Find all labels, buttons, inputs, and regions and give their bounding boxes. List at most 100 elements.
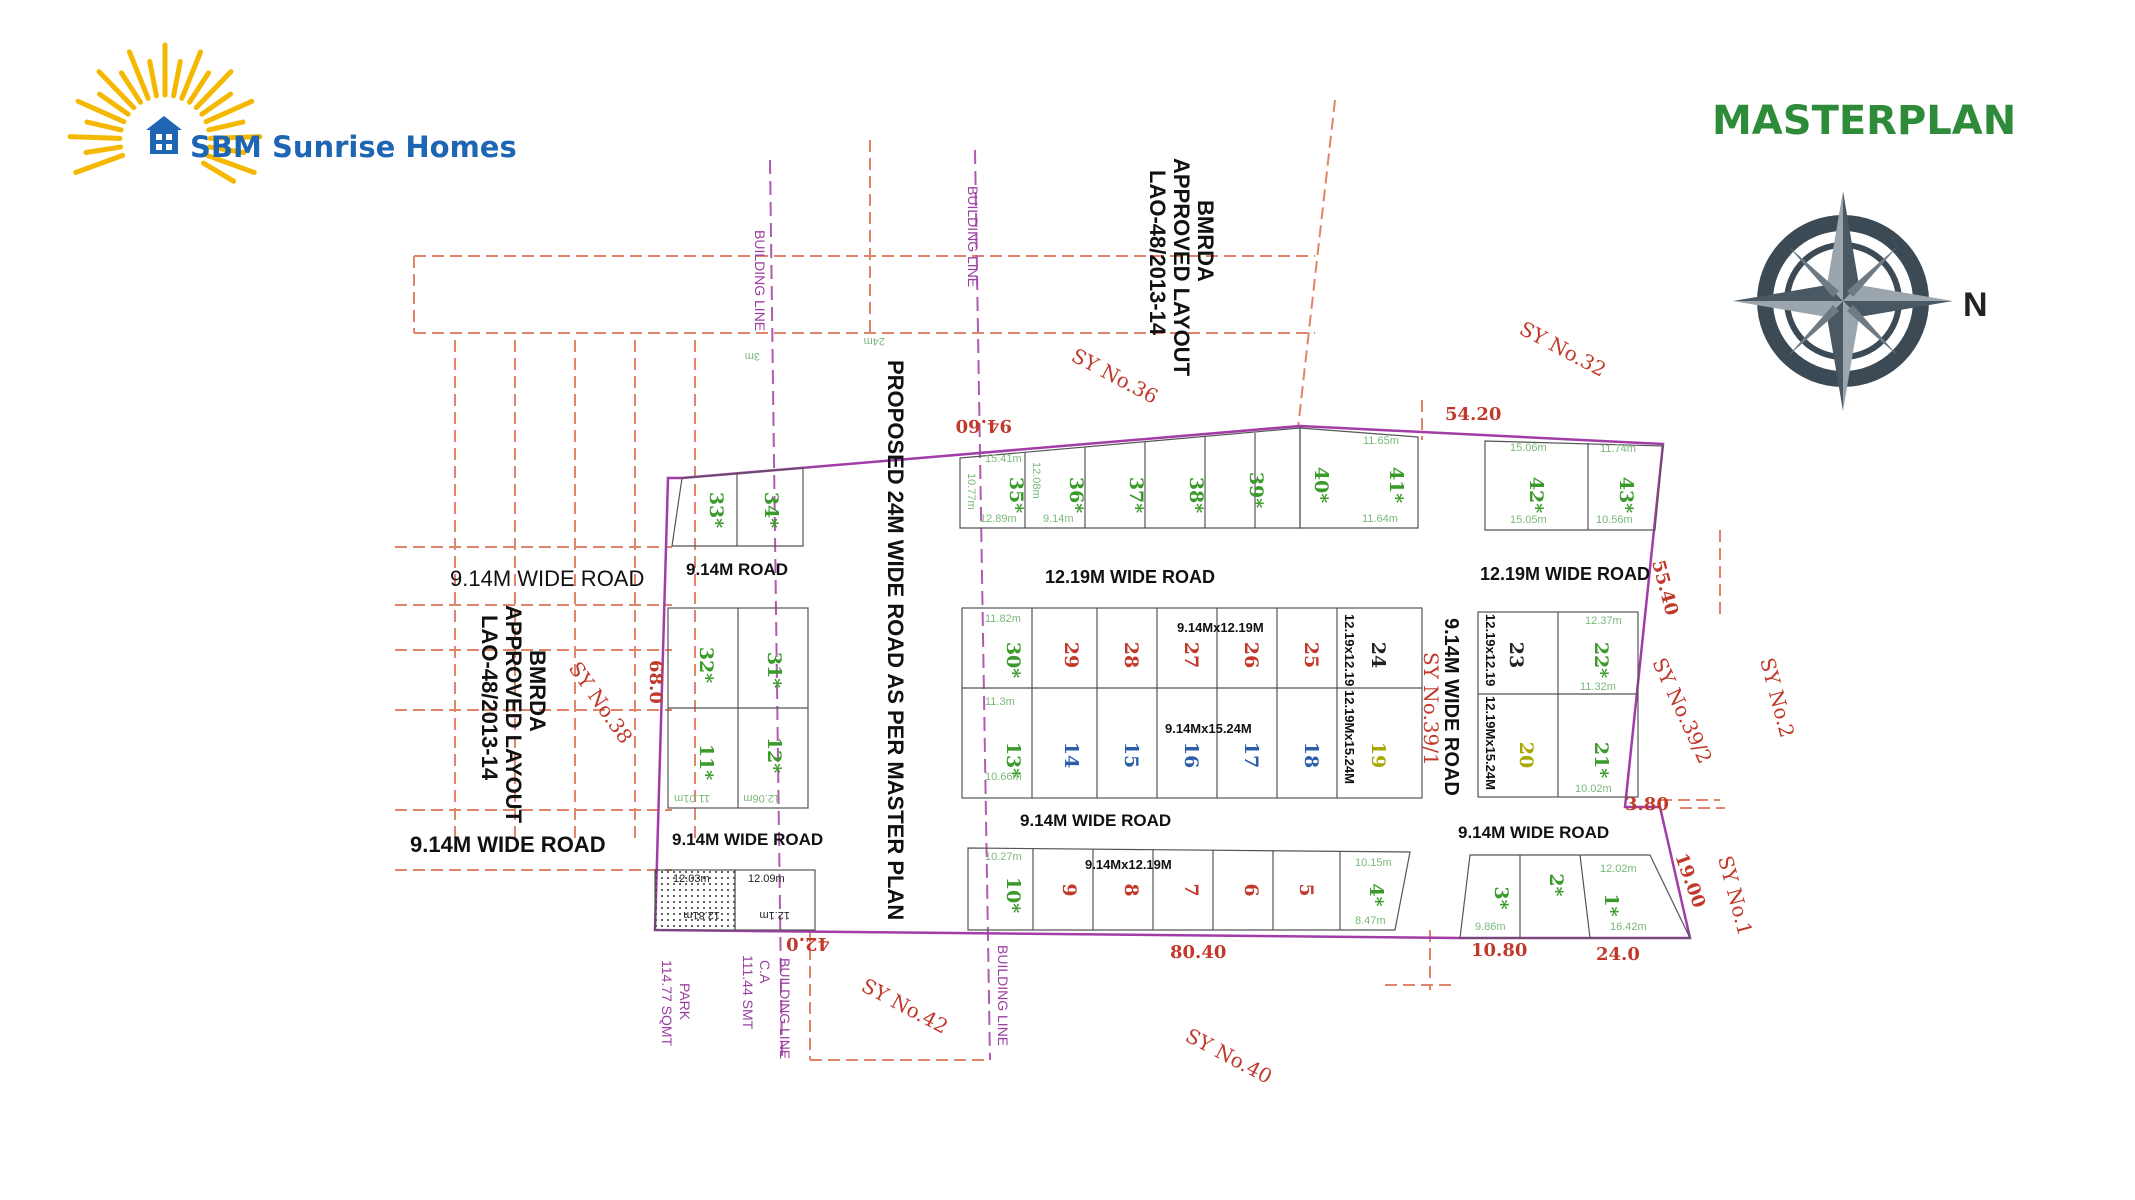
plot-number[interactable]: 34* — [760, 492, 782, 528]
dim-5540: 55.40 — [1647, 558, 1682, 618]
survey-sy391: SY No.39/1 — [1419, 652, 1443, 766]
plot-number[interactable]: 18 — [1300, 742, 1322, 768]
road-label-1219-left: 12.19M WIDE ROAD — [1045, 567, 1215, 587]
sun-ray — [118, 70, 143, 105]
plot-number[interactable]: 21* — [1590, 742, 1612, 778]
plot-number[interactable]: 37* — [1125, 477, 1147, 513]
plot-number[interactable]: 26 — [1240, 642, 1262, 668]
sd-8: 15.06m — [1510, 442, 1547, 454]
plot-number[interactable]: 43* — [1615, 477, 1637, 513]
plot-numbers: 1* 2* 3* 4* 5 6 7 8 9 10* 11* 12* 13* 14 15 16 17 18 19 20 2… — [695, 467, 1637, 917]
plot-number[interactable]: 16 — [1180, 742, 1202, 768]
plot-number[interactable]: 11* — [695, 744, 717, 780]
plot-number[interactable]: 3* — [1490, 886, 1512, 909]
plot-number[interactable]: 40* — [1310, 467, 1332, 503]
sun-ray — [206, 144, 247, 156]
plot-number[interactable]: 35* — [1005, 477, 1027, 513]
plot-number[interactable]: 38* — [1185, 477, 1207, 513]
sd-4: 12.08m — [1030, 462, 1042, 499]
survey-sy32: SY No.32 — [1516, 316, 1610, 381]
plot-number[interactable]: 5 — [1295, 883, 1317, 896]
plot-number[interactable]: 15 — [1120, 742, 1142, 768]
ca-label: C.A — [757, 960, 773, 984]
plot-number[interactable]: 41* — [1385, 467, 1407, 503]
sun-ray — [75, 98, 127, 125]
dim-380: 3.80 — [1625, 794, 1669, 815]
plot-number[interactable]: 17 — [1240, 742, 1262, 768]
plot-blocks — [654, 427, 1691, 939]
road-label-left-bottom: 9.14M WIDE ROAD — [410, 832, 606, 857]
plot-number[interactable]: 12* — [763, 737, 785, 773]
plot-number[interactable]: 24 — [1367, 642, 1389, 668]
bmrda-left-3: LAO-48/2013-14 — [477, 615, 502, 781]
sun-logo-icon — [67, 42, 263, 184]
plot-number[interactable]: 9 — [1058, 883, 1080, 896]
plot-number[interactable]: 6 — [1240, 883, 1262, 896]
plot-number[interactable]: 23 — [1505, 642, 1527, 668]
sd-30: 24m — [864, 335, 885, 347]
sd-28: 11.3m — [985, 696, 1015, 708]
building-line-label-4: BUILDING LINE — [777, 958, 793, 1059]
sd-21: 9.86m — [1475, 921, 1506, 933]
plot-number[interactable]: 8 — [1120, 883, 1142, 896]
sun-ray — [193, 69, 234, 111]
bmrda-left-1: BMRDA — [525, 650, 550, 732]
proposed-road-label: PROPOSED 24M WIDE ROAD AS PER MASTER PLA… — [883, 360, 908, 920]
survey-sy1: SY No.1 — [1713, 853, 1757, 938]
plot-number[interactable]: 36* — [1065, 477, 1087, 513]
plot-number[interactable]: 14 — [1060, 742, 1082, 768]
road-label-inner-bottom: 9.14M WIDE ROAD — [672, 830, 823, 849]
block-dim-6: 12.19x12.19 — [1483, 614, 1498, 686]
sun-ray — [126, 49, 151, 101]
dim-8040: 80.40 — [1170, 942, 1226, 963]
plot-number[interactable]: 33* — [705, 492, 727, 528]
sd-1: 15.41m — [985, 453, 1022, 465]
plot-number[interactable]: 2* — [1545, 873, 1567, 896]
plot-number[interactable]: 42* — [1525, 477, 1547, 513]
ca-area: 111.44 SMT — [740, 955, 756, 1030]
plot-number[interactable]: 10* — [1002, 877, 1024, 913]
plot-number[interactable]: 13* — [1002, 742, 1024, 778]
sd-5: 9.14m — [1043, 513, 1074, 525]
sun-ray — [199, 91, 234, 117]
sd-6: 11.65m — [1363, 435, 1399, 447]
survey-sy40: SY No.40 — [1182, 1023, 1276, 1088]
plot-number[interactable]: 30* — [1002, 642, 1024, 678]
plot-number[interactable]: 27 — [1180, 642, 1202, 668]
plot-number[interactable]: 31* — [763, 652, 785, 688]
plot-number[interactable]: 20 — [1515, 742, 1537, 768]
park-area: 114.77 SQMT — [659, 960, 675, 1047]
plot-number[interactable]: 28 — [1120, 642, 1142, 668]
road-label-bottom-right: 9.14M WIDE ROAD — [1458, 823, 1609, 842]
road-label-1219-right: 12.19M WIDE ROAD — [1480, 564, 1650, 584]
plot-number[interactable]: 32* — [695, 647, 717, 683]
sd-18: 8.47m — [1355, 915, 1386, 927]
bmrda-top-3: LAO-48/2013-14 — [1145, 170, 1170, 336]
sd-15: 12.1m — [759, 909, 790, 921]
north-label: N — [1963, 286, 1988, 324]
building-line-label-2: BUILDING LINE — [965, 186, 981, 287]
plot-number[interactable]: 22* — [1590, 642, 1612, 678]
road-label-914: 9.14M ROAD — [686, 560, 788, 579]
road-label-left-top: 9.14M WIDE ROAD — [450, 566, 644, 591]
plot-number[interactable]: 4* — [1365, 883, 1387, 906]
sun-ray — [201, 160, 237, 184]
sd-2: 10.77m — [965, 473, 977, 510]
plot-number[interactable]: 19 — [1367, 742, 1389, 768]
survey-lines — [395, 99, 1725, 1061]
plot-number[interactable]: 39* — [1245, 472, 1267, 508]
sd-11: 10.56m — [1596, 514, 1633, 526]
brand-name: SBM Sunrise Homes — [190, 130, 517, 164]
dim-420: 42.0 — [786, 933, 830, 954]
sun-ray — [206, 119, 246, 133]
sd-24: 10.02m — [1575, 783, 1612, 795]
plot-number[interactable]: 1* — [1600, 893, 1622, 916]
plot-number[interactable]: 29 — [1060, 642, 1082, 668]
park-label: PARK — [677, 983, 693, 1021]
sun-ray — [96, 69, 137, 111]
sd-13: 12.09m — [748, 873, 785, 885]
house-logo-icon — [146, 116, 182, 154]
plot-number[interactable]: 25 — [1300, 642, 1322, 668]
plot-number[interactable]: 7 — [1180, 883, 1202, 896]
